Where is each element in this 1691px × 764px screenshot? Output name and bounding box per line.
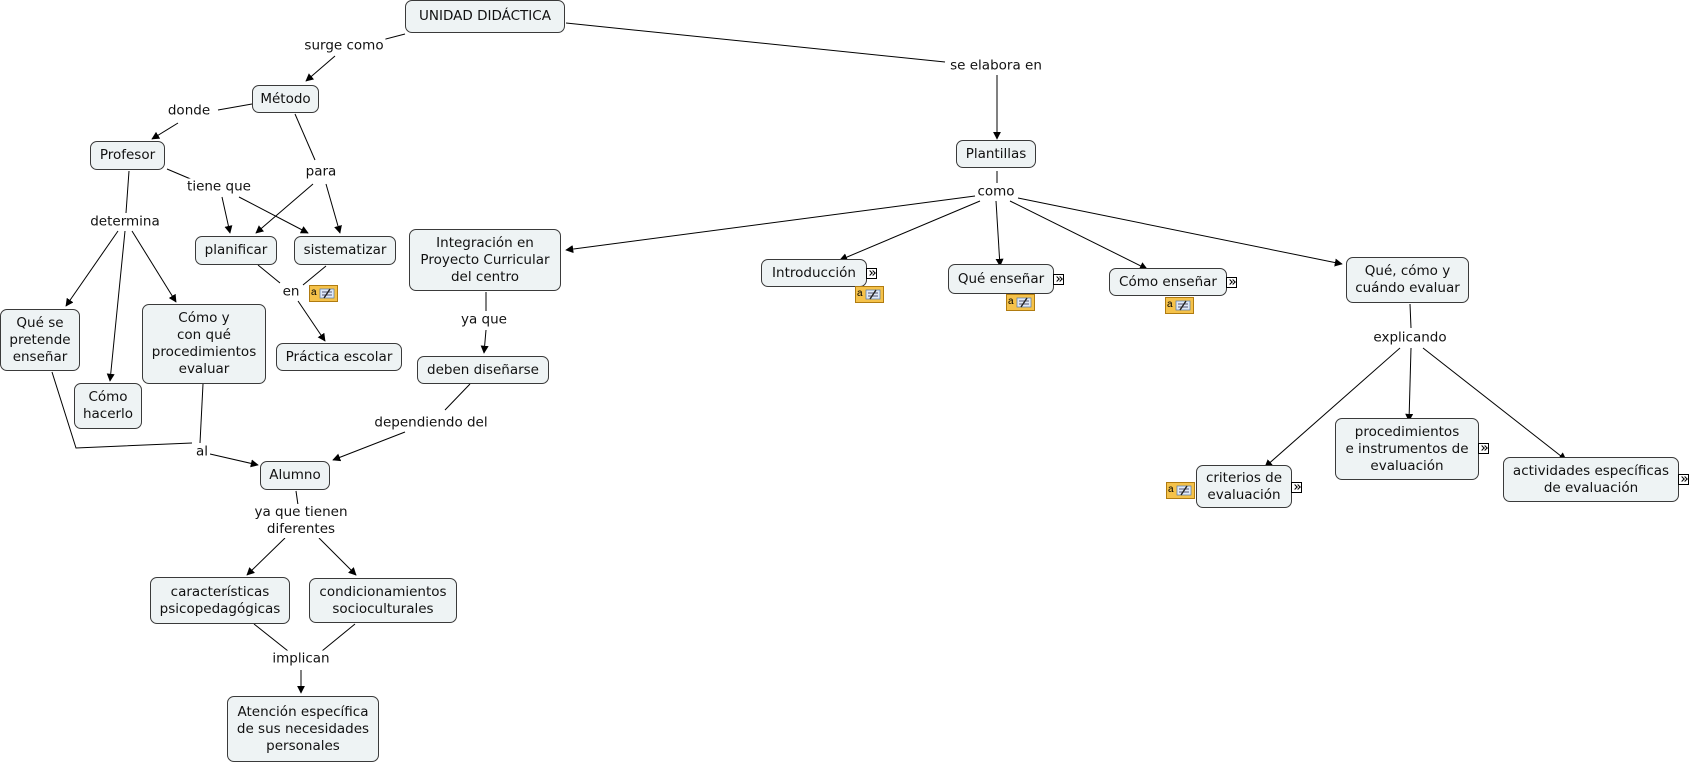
concept-actividades-especificas[interactable]: actividades específicas de evaluación: [1503, 457, 1679, 502]
link-explicando: explicando: [1371, 329, 1449, 347]
linked-resource-icon[interactable]: [1678, 474, 1689, 485]
link-surge-como: surge como: [302, 37, 386, 55]
concept-atencion-especifica[interactable]: Atención específica de sus necesidades p…: [227, 696, 379, 762]
concept-integracion-proyecto-curricular[interactable]: Integración en Proyecto Curricular del c…: [409, 229, 561, 291]
linked-resource-icon[interactable]: [1478, 443, 1489, 454]
link-implican: implican: [270, 650, 332, 668]
linked-resource-icon[interactable]: [1053, 274, 1064, 285]
svg-text:a: a: [857, 288, 863, 299]
concept-planificar[interactable]: planificar: [195, 236, 277, 265]
annotation-note-icon[interactable]: a: [855, 286, 884, 303]
concept-como-y-con-que-evaluar[interactable]: Cómo y con qué procedimientos evaluar: [142, 304, 266, 384]
link-dependiendo-del: dependiendo del: [372, 414, 490, 432]
concept-sistematizar[interactable]: sistematizar: [294, 236, 396, 265]
link-en: en: [280, 283, 302, 301]
link-determina: determina: [88, 213, 162, 231]
link-para: para: [303, 163, 339, 181]
concept-condicionamientos-socioculturales[interactable]: condicionamientos socioculturales: [309, 578, 457, 623]
annotation-note-icon[interactable]: a: [1166, 482, 1195, 499]
svg-text:a: a: [311, 287, 317, 298]
concept-alumno[interactable]: Alumno: [260, 461, 330, 490]
concept-que-ensenar[interactable]: Qué enseñar: [948, 264, 1054, 294]
link-ya-que-tienen-diferentes: ya que tienen diferentes: [252, 504, 350, 538]
linked-resource-icon[interactable]: [1291, 482, 1302, 493]
link-como: como: [975, 183, 1017, 201]
linked-resource-icon[interactable]: [866, 268, 877, 279]
concept-como-hacerlo[interactable]: Cómo hacerlo: [74, 383, 142, 429]
concept-unidad-didactica[interactable]: UNIDAD DIDÁCTICA: [405, 0, 565, 33]
concept-que-como-cuando-evaluar[interactable]: Qué, cómo y cuándo evaluar: [1346, 257, 1469, 303]
concept-profesor[interactable]: Profesor: [90, 141, 165, 170]
annotation-note-icon[interactable]: a: [1006, 294, 1035, 311]
concept-procedimientos-e-instrumentos[interactable]: procedimientos e instrumentos de evaluac…: [1335, 418, 1479, 480]
linked-resource-icon[interactable]: [1226, 277, 1237, 288]
svg-text:a: a: [1008, 296, 1014, 307]
concept-deben-disenarse[interactable]: deben diseñarse: [417, 356, 549, 384]
concept-criterios-de-evaluacion[interactable]: criterios de evaluación: [1196, 465, 1292, 508]
concept-introduccion[interactable]: Introducción: [761, 259, 867, 287]
concept-practica-escolar[interactable]: Práctica escolar: [276, 343, 402, 371]
link-al: al: [193, 443, 211, 461]
concept-que-se-pretende-ensenar[interactable]: Qué se pretende enseñar: [0, 309, 80, 371]
concept-metodo[interactable]: Método: [252, 85, 319, 113]
concept-caracteristicas-psicopedagogicas[interactable]: características psicopedagógicas: [150, 577, 290, 624]
svg-text:a: a: [1168, 484, 1174, 495]
concept-como-ensenar[interactable]: Cómo enseñar: [1109, 268, 1227, 296]
link-donde: donde: [165, 102, 213, 120]
link-ya-que: ya que: [459, 311, 509, 329]
annotation-note-icon[interactable]: a: [1165, 297, 1194, 314]
svg-text:a: a: [1167, 299, 1173, 310]
link-tiene-que: tiene que: [185, 178, 253, 196]
concept-plantillas[interactable]: Plantillas: [956, 140, 1036, 168]
annotation-note-icon[interactable]: a: [309, 285, 338, 302]
link-se-elabora-en: se elabora en: [948, 57, 1044, 75]
